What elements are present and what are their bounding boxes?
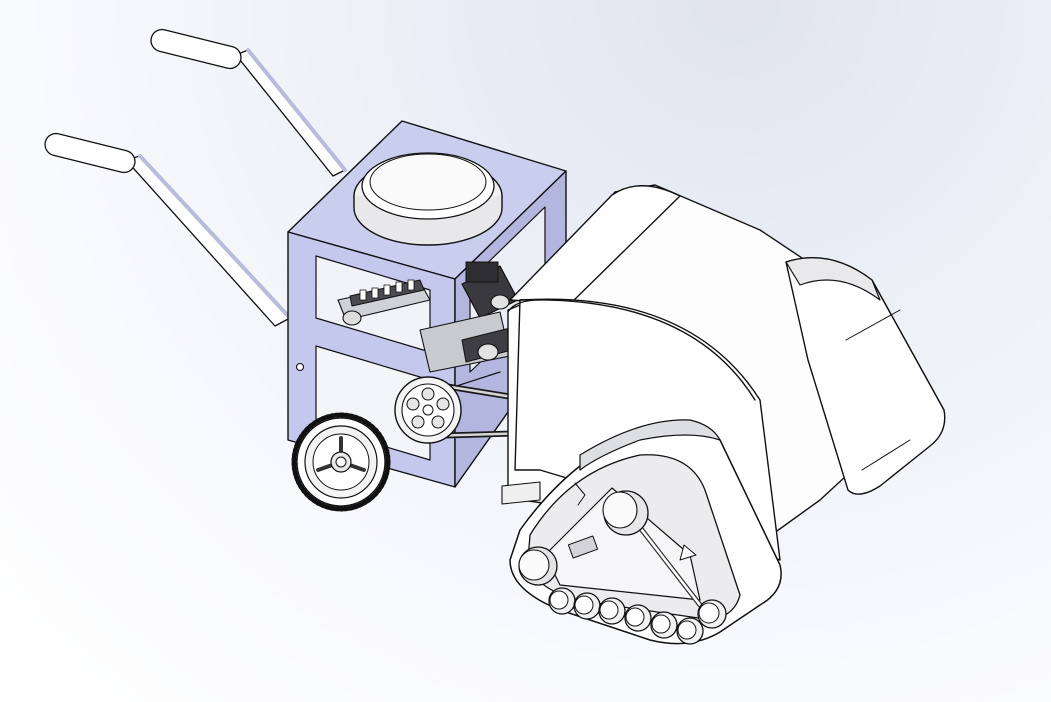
engine-mechanism	[337, 261, 519, 393]
front-track-unit	[509, 419, 782, 645]
handle-bar-lower	[44, 132, 292, 327]
fuel-tank-cap	[353, 152, 503, 246]
handle-bar-upper	[150, 28, 347, 177]
rear-track-unit	[785, 257, 946, 495]
drive-gear-wheel	[291, 412, 391, 512]
